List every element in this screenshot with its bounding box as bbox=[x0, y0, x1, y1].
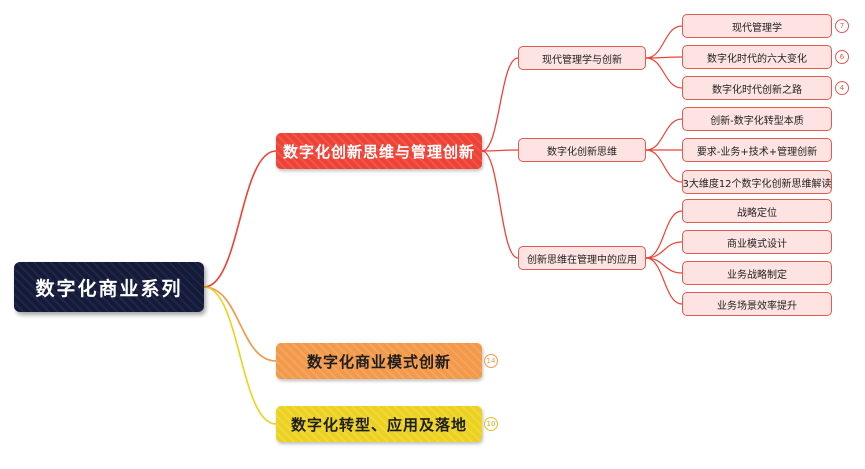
subtopic-label: 创新思维在管理中的应用 bbox=[527, 254, 637, 266]
leaf-modern-management[interactable]: 现代管理学 bbox=[682, 14, 832, 38]
branch-label: 数字化创新思维与管理创新 bbox=[282, 142, 475, 161]
leaf-label: 业务场景效率提升 bbox=[717, 300, 797, 312]
leaf-scenario-efficiency[interactable]: 业务场景效率提升 bbox=[682, 292, 832, 316]
count-badge[interactable]: 14 bbox=[484, 354, 498, 368]
subtopic-label: 现代管理学与创新 bbox=[542, 54, 622, 66]
subtopic-modern-management[interactable]: 现代管理学与创新 bbox=[518, 46, 646, 70]
subtopic-application[interactable]: 创新思维在管理中的应用 bbox=[518, 246, 646, 270]
leaf-label: 业务战略制定 bbox=[727, 269, 787, 281]
leaf-business-model-design[interactable]: 商业模式设计 bbox=[682, 230, 832, 254]
leaf-label: 数字化时代创新之路 bbox=[712, 84, 802, 96]
branch-label: 数字化转型、应用及落地 bbox=[290, 415, 467, 434]
leaf-label: 数字化时代的六大变化 bbox=[707, 53, 807, 65]
count-badge[interactable]: 6 bbox=[835, 50, 849, 64]
count-badge[interactable]: 7 bbox=[835, 19, 849, 33]
leaf-innovation-essence[interactable]: 创新-数字化转型本质 bbox=[682, 107, 832, 131]
subtopic-digital-innovation-thinking[interactable]: 数字化创新思维 bbox=[518, 138, 646, 162]
leaf-label: 要求-业务+技术+管理创新 bbox=[696, 146, 818, 158]
count-badge[interactable]: 4 bbox=[835, 81, 849, 95]
link-root-transformation bbox=[203, 286, 277, 425]
subtopic-label: 数字化创新思维 bbox=[547, 146, 617, 158]
branch-innovation-thinking[interactable]: 数字化创新思维与管理创新 bbox=[276, 133, 482, 169]
branch-transformation[interactable]: 数字化转型、应用及落地 bbox=[276, 406, 482, 442]
root-label: 数字化商业系列 bbox=[35, 277, 183, 300]
leaf-label: 现代管理学 bbox=[732, 22, 782, 34]
leaf-six-changes[interactable]: 数字化时代的六大变化 bbox=[682, 45, 832, 69]
link-root-innovation bbox=[203, 150, 277, 288]
branch-business-model[interactable]: 数字化商业模式创新 bbox=[276, 343, 482, 379]
root-node[interactable]: 数字化商业系列 bbox=[14, 262, 204, 312]
leaf-label: 战略定位 bbox=[737, 207, 777, 219]
count-badge[interactable]: 10 bbox=[484, 417, 498, 431]
link-innovation-modern-mgmt bbox=[481, 57, 519, 152]
branch-label: 数字化商业模式创新 bbox=[306, 352, 451, 371]
link-root-business-model bbox=[203, 286, 277, 362]
leaf-label: 3大维度12个数字化创新思维解读 bbox=[682, 178, 832, 190]
leaf-requirements[interactable]: 要求-业务+技术+管理创新 bbox=[682, 138, 832, 162]
leaf-label: 商业模式设计 bbox=[727, 238, 787, 250]
leaf-business-strategy[interactable]: 业务战略制定 bbox=[682, 261, 832, 285]
link-innovation-application bbox=[481, 150, 519, 259]
leaf-twelve-thinking[interactable]: 3大维度12个数字化创新思维解读 bbox=[682, 170, 832, 194]
leaf-label: 创新-数字化转型本质 bbox=[710, 115, 804, 127]
link-innovation-thinking bbox=[481, 149, 519, 152]
leaf-strategic-positioning[interactable]: 战略定位 bbox=[682, 199, 832, 223]
leaf-innovation-path[interactable]: 数字化时代创新之路 bbox=[682, 76, 832, 100]
